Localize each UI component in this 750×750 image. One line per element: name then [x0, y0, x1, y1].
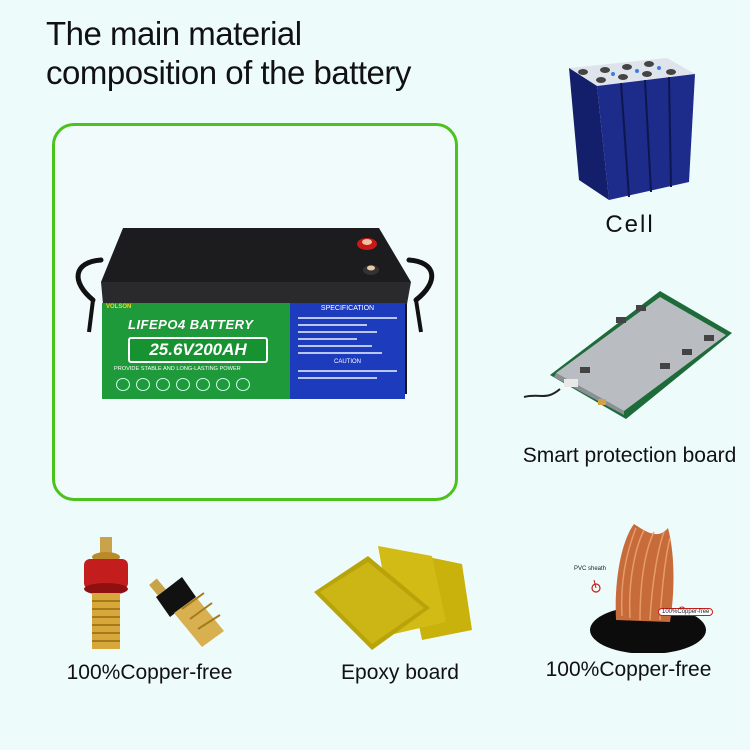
wire-core-label: 100%Copper-free	[658, 608, 714, 616]
cert-icon	[156, 378, 170, 391]
epoxy-board-graphic	[314, 546, 472, 650]
recycle-icon	[236, 378, 250, 391]
battery-rating: 25.6V200AH	[149, 340, 247, 359]
protection-board-graphic	[523, 291, 732, 419]
cert-icon	[176, 378, 190, 391]
protection-board-image	[520, 285, 735, 425]
battery-rating-box: 25.6V200AH	[128, 337, 268, 363]
caution-heading: CAUTION	[334, 359, 361, 365]
wire-image: PVC sheath 100%Copper-free	[570, 518, 720, 653]
epoxy-board-image	[312, 542, 487, 657]
cell-image	[557, 52, 702, 212]
wire-sheath-label: PVC sheath	[574, 566, 607, 572]
cert-icon	[116, 378, 130, 391]
cert-icon	[136, 378, 150, 391]
battery-label: VOLSON LIFEPO4 BATTERY 25.6V200AH PROVID…	[102, 303, 290, 399]
wire-caption: 100%Copper-free	[545, 658, 712, 681]
terminals-graphic	[84, 537, 224, 649]
title-line-1: The main material	[46, 15, 302, 52]
terminals-image	[66, 535, 236, 655]
caution-lines	[298, 370, 397, 379]
spec-heading: SPECIFICATION	[320, 305, 375, 312]
cell-caption: Cell	[605, 211, 655, 238]
cell-graphic	[569, 58, 695, 200]
protection-board-caption: Smart protection board	[522, 444, 737, 467]
wire-graphic	[590, 524, 706, 653]
battery-name: LIFEPO4 BATTERY	[128, 317, 254, 332]
terminals-caption: 100%Copper-free	[66, 661, 233, 684]
spec-panel: SPECIFICATION CAUTION	[290, 303, 405, 399]
certification-icons	[116, 378, 286, 392]
battery-frame: VOLSON LIFEPO4 BATTERY 25.6V200AH PROVID…	[52, 123, 458, 501]
cert-icon	[216, 378, 230, 391]
spec-lines	[298, 317, 397, 354]
battery-brand: VOLSON	[106, 304, 132, 310]
battery-tagline: PROVIDE STABLE AND LONG-LASTING POWER	[114, 366, 241, 372]
cert-icon	[196, 378, 210, 391]
epoxy-board-caption: Epoxy board	[341, 661, 459, 684]
page-title: The main material composition of the bat…	[46, 14, 411, 92]
title-line-2: composition of the battery	[46, 54, 411, 91]
